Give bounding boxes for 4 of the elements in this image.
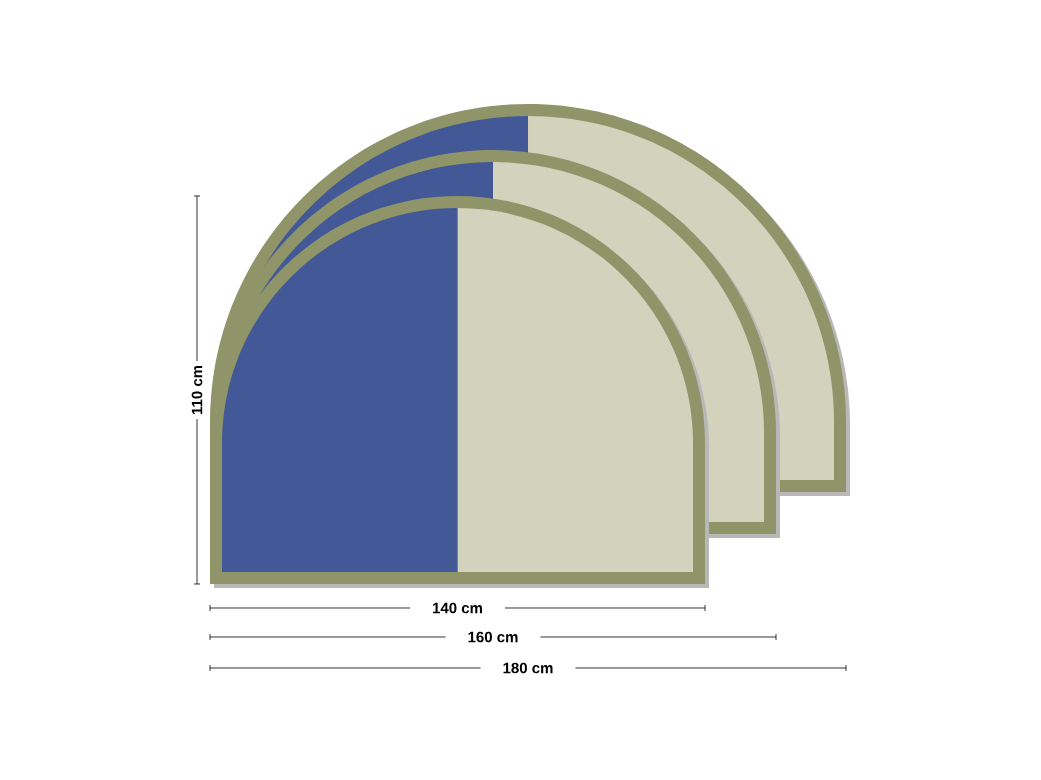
- dimension-label: 160 cm: [445, 628, 541, 646]
- dimension-label: 140 cm: [410, 599, 505, 617]
- dimension-label: 110 cm: [187, 360, 207, 419]
- dimension-label: 180 cm: [480, 659, 576, 677]
